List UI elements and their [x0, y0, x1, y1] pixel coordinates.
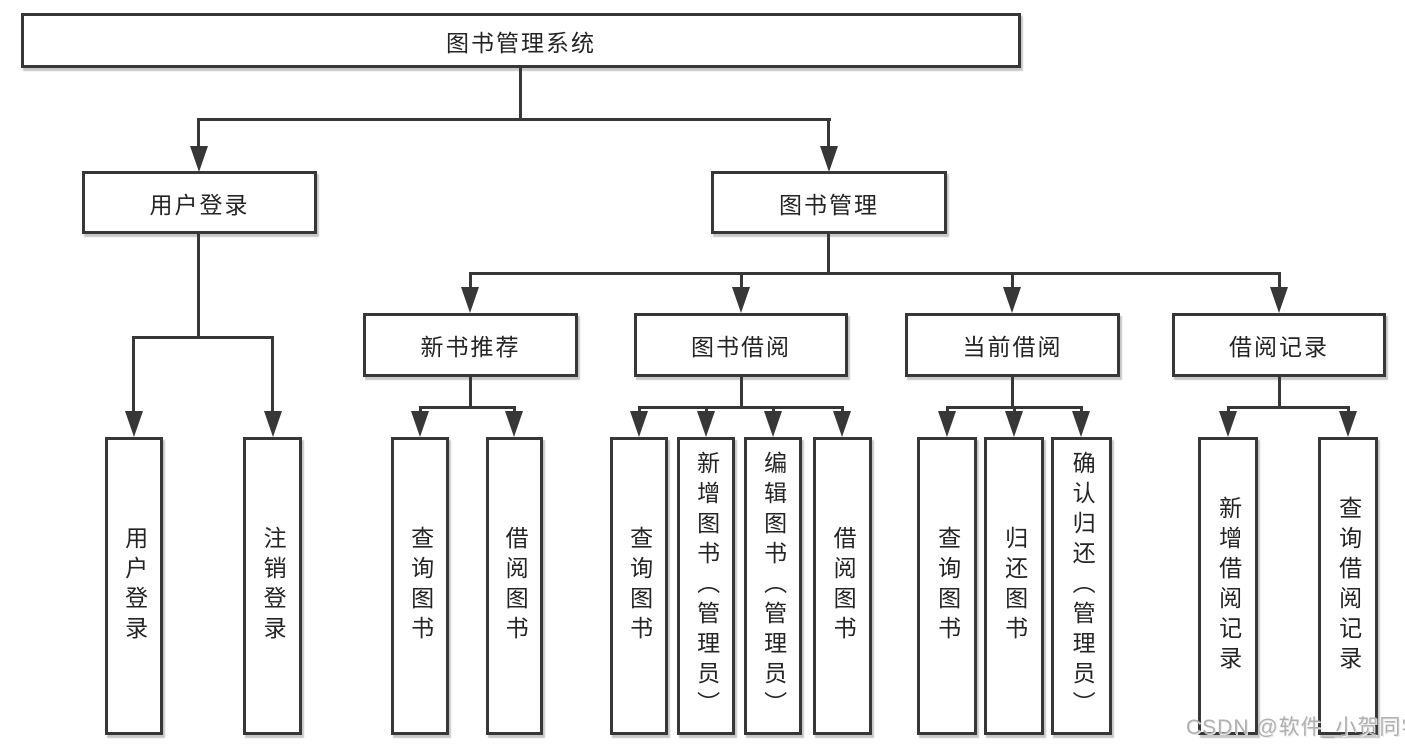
connector-line — [841, 406, 844, 414]
leaf-label: 新增借阅记录 — [1215, 496, 1242, 676]
connector-line — [827, 232, 830, 272]
arrow-down-icon — [190, 146, 208, 172]
connector-line — [705, 406, 708, 414]
arrow-down-icon — [1005, 411, 1023, 437]
csdn-watermark: CSDN @软件_小贺同学 — [1186, 716, 1405, 739]
arrow-down-icon — [697, 411, 715, 437]
arrow-down-icon — [820, 146, 838, 172]
leaf-add-book-admin: 新增图书（管理员） — [677, 437, 735, 735]
leaf-label: 查询图书 — [626, 526, 653, 646]
connector-line — [1080, 406, 1083, 414]
arrow-down-icon — [461, 287, 479, 313]
arrow-down-icon — [764, 411, 782, 437]
leaf-label: 借阅图书 — [502, 526, 529, 646]
node-borrowing-records: 借阅记录 — [1172, 313, 1386, 377]
connector-line — [513, 406, 516, 414]
leaf-borrow-books-recommend: 借阅图书 — [486, 437, 543, 735]
node-label: 新书推荐 — [420, 334, 521, 360]
leaf-label: 查询借阅记录 — [1335, 496, 1362, 676]
leaf-query-borrow-record: 查询借阅记录 — [1318, 437, 1378, 735]
connector-line — [1013, 406, 1016, 414]
connector-line — [1227, 406, 1230, 414]
arrow-down-icon — [1072, 411, 1090, 437]
arrow-down-icon — [505, 411, 523, 437]
connector-line — [946, 406, 949, 414]
arrow-down-icon — [732, 287, 750, 313]
node-label: 图书管理 — [779, 191, 879, 218]
node-current-borrowing: 当前借阅 — [905, 313, 1120, 377]
arrow-down-icon — [125, 411, 143, 437]
leaf-query-books-current: 查询图书 — [917, 437, 977, 735]
leaf-label: 确认归还（管理员） — [1069, 451, 1096, 721]
arrow-down-icon — [938, 411, 956, 437]
leaf-user-login: 用户登录 — [105, 437, 163, 735]
node-label: 用户登录 — [149, 191, 250, 218]
node-label: 图书管理系统 — [446, 29, 596, 56]
connector-line — [638, 406, 844, 409]
connector-line — [1347, 406, 1350, 414]
arrow-down-icon — [411, 411, 429, 437]
connector-line — [827, 118, 830, 150]
connector-line — [638, 406, 641, 414]
leaf-label: 查询图书 — [934, 526, 961, 646]
arrow-down-icon — [264, 411, 282, 437]
node-label: 当前借阅 — [962, 334, 1063, 360]
node-library-system: 图书管理系统 — [21, 13, 1021, 68]
node-new-book-recommend: 新书推荐 — [363, 313, 578, 377]
connector-line — [197, 232, 200, 336]
leaf-label: 编辑图书（管理员） — [760, 451, 787, 721]
connector-line — [1278, 375, 1281, 407]
connector-line — [469, 375, 472, 407]
leaf-query-books-borrowing: 查询图书 — [610, 437, 668, 735]
connector-line — [469, 272, 472, 290]
connector-line — [419, 406, 422, 414]
leaf-logout: 注销登录 — [243, 437, 302, 735]
connector-line — [772, 406, 775, 414]
arrow-down-icon — [1339, 411, 1357, 437]
node-label: 图书借阅 — [691, 334, 791, 360]
connector-line — [271, 336, 274, 415]
leaf-return-book: 归还图书 — [984, 437, 1044, 735]
connector-line — [519, 66, 522, 118]
connector-line — [419, 406, 515, 409]
leaf-label: 查询图书 — [407, 526, 434, 646]
connector-line — [197, 118, 200, 150]
arrow-down-icon — [1219, 411, 1237, 437]
connector-line — [1227, 406, 1350, 409]
leaf-add-borrow-record: 新增借阅记录 — [1198, 437, 1258, 735]
leaf-label: 用户登录 — [121, 526, 148, 646]
arrow-down-icon — [630, 411, 648, 437]
leaf-label: 借阅图书 — [830, 526, 857, 646]
connector-line — [1278, 272, 1281, 290]
node-label: 借阅记录 — [1229, 334, 1329, 360]
arrow-down-icon — [1270, 287, 1288, 313]
connector-line — [740, 375, 743, 407]
connector-line — [740, 272, 743, 290]
leaf-confirm-return-admin: 确认归还（管理员） — [1051, 437, 1112, 735]
leaf-edit-book-admin: 编辑图书（管理员） — [744, 437, 802, 735]
leaf-label: 归还图书 — [1001, 526, 1028, 646]
leaf-query-books-recommend: 查询图书 — [391, 437, 449, 735]
connector-line — [1011, 272, 1014, 290]
connector-line — [132, 336, 135, 415]
connector-line — [132, 336, 274, 339]
leaf-borrow-books-borrowing: 借阅图书 — [813, 437, 872, 735]
connector-line — [197, 118, 831, 121]
leaf-label: 注销登录 — [260, 526, 287, 646]
leaf-label: 新增图书（管理员） — [693, 451, 720, 721]
node-book-management: 图书管理 — [711, 171, 947, 234]
arrow-down-icon — [1003, 287, 1021, 313]
connector-line — [1011, 375, 1014, 407]
node-user-login: 用户登录 — [82, 171, 317, 234]
node-book-borrowing: 图书借阅 — [634, 313, 848, 377]
arrow-down-icon — [833, 411, 851, 437]
connector-line — [469, 272, 1281, 275]
